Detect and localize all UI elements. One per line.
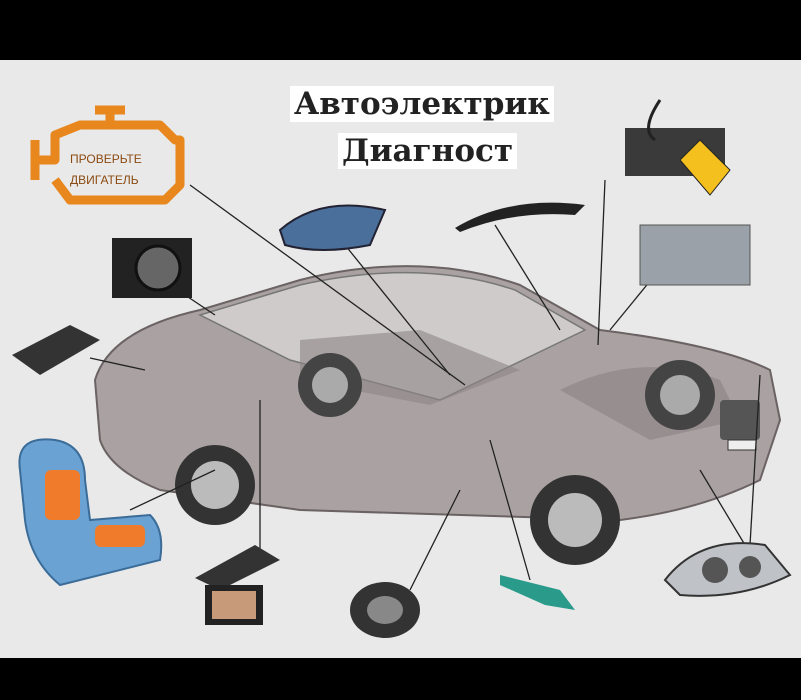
sensor-icon	[500, 575, 575, 610]
title-line-1: Автоэлектрик	[290, 86, 554, 122]
battery-icon	[625, 99, 731, 196]
illustration-canvas: Автоэлектрик Диагност ПРОВЕРЬТЕ ДВИГАТЕЛ…	[0, 60, 801, 658]
subwoofer-icon	[112, 238, 192, 298]
heater-unit-icon	[639, 224, 751, 286]
car-diagram	[12, 99, 792, 638]
car-illustration	[93, 265, 782, 565]
alarm-key-fob-icon	[278, 204, 387, 251]
title-line-2: Диагност	[338, 133, 518, 169]
check-engine-label-line-2: ДВИГАТЕЛЬ	[70, 173, 139, 187]
speaker-icon	[350, 582, 420, 638]
control-module-icon	[12, 325, 100, 375]
parking-display-icon	[455, 202, 585, 232]
headlight-icon	[663, 542, 792, 597]
roof-monitor-icon	[195, 545, 280, 625]
heated-seat-icon	[18, 438, 163, 587]
check-engine-icon	[30, 105, 185, 205]
check-engine-label-line-1: ПРОВЕРЬТЕ	[70, 152, 142, 166]
